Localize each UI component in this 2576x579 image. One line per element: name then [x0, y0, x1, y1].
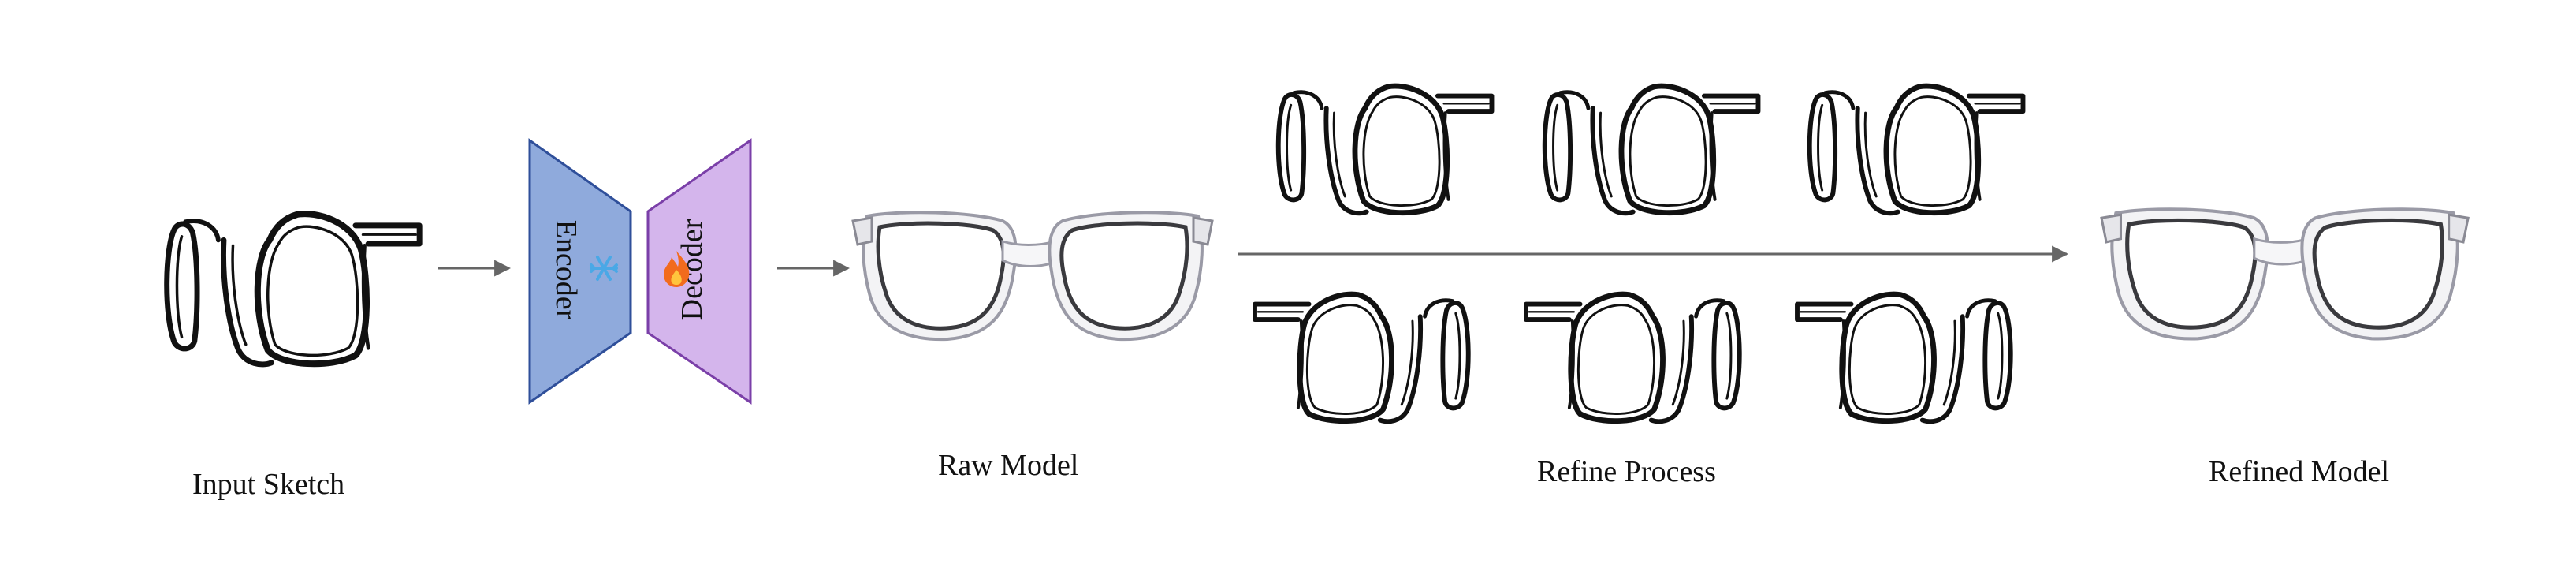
decoder-block: Decoder — [646, 138, 752, 405]
raw-model-caption: Raw Model — [938, 449, 1079, 482]
fire-icon — [664, 251, 690, 287]
encoder-block: Encoder — [528, 138, 632, 405]
raw-model-image — [853, 212, 1212, 339]
refine-sketch-6 — [1797, 294, 2011, 421]
refined-model-caption: Refined Model — [2209, 455, 2390, 488]
encoder-label: Encoder — [549, 220, 583, 320]
input-sketch-image — [167, 214, 419, 364]
refine-sketch-5 — [1526, 294, 1740, 421]
refine-sketch-2 — [1545, 86, 1759, 213]
snowflake-icon — [590, 256, 618, 281]
refined-model-image — [2101, 209, 2468, 338]
refine-sketch-4 — [1255, 294, 1469, 421]
refine-sketch-1 — [1279, 86, 1492, 213]
refine-process-caption: Refine Process — [1537, 455, 1716, 488]
refine-sketch-3 — [1810, 86, 2023, 213]
input-sketch-caption: Input Sketch — [192, 468, 345, 501]
